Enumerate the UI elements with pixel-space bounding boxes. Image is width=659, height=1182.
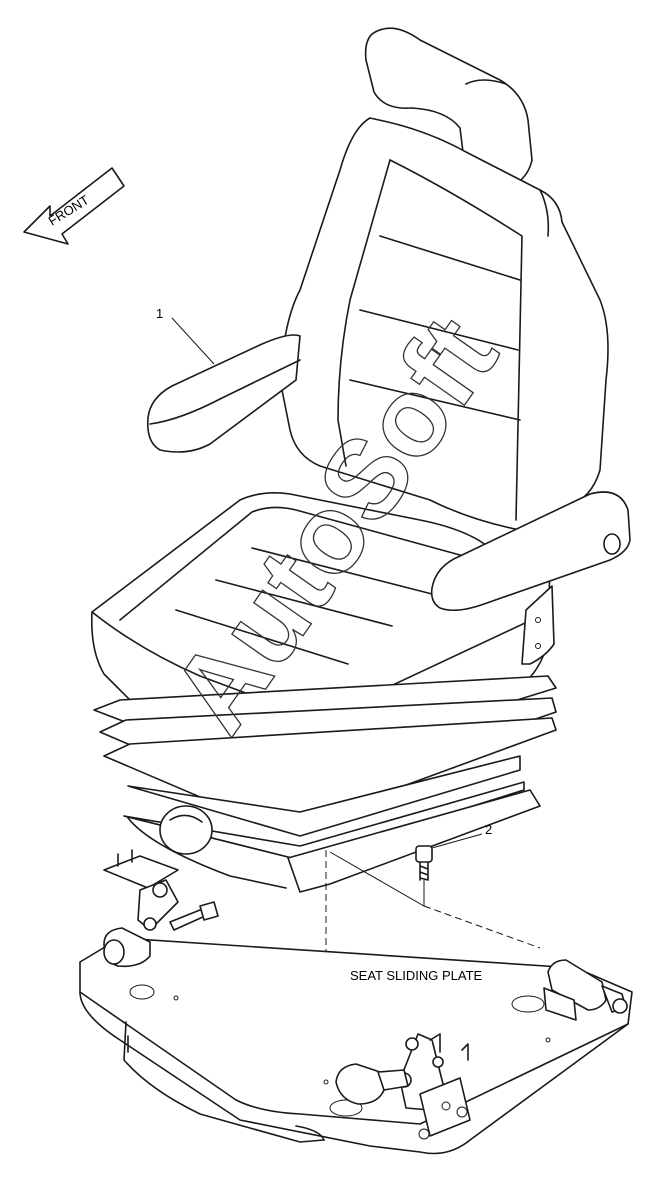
seat-back xyxy=(279,117,609,531)
callout-part-1: 1 xyxy=(156,306,163,321)
seat-sliding-plate xyxy=(79,937,633,1155)
front-arrow: FRONT xyxy=(23,167,125,245)
seat-sliding-plate-label: SEAT SLIDING PLATE xyxy=(350,968,483,983)
bolt-part-2 xyxy=(415,833,483,881)
left-slide-mechanism xyxy=(103,849,219,968)
left-armrest xyxy=(146,334,301,453)
right-slide-mechanism xyxy=(335,959,628,1140)
suspension-base xyxy=(93,675,557,893)
leader-lines xyxy=(171,317,541,1086)
right-armrest xyxy=(430,491,631,665)
callout-part-2: 2 xyxy=(485,822,492,837)
